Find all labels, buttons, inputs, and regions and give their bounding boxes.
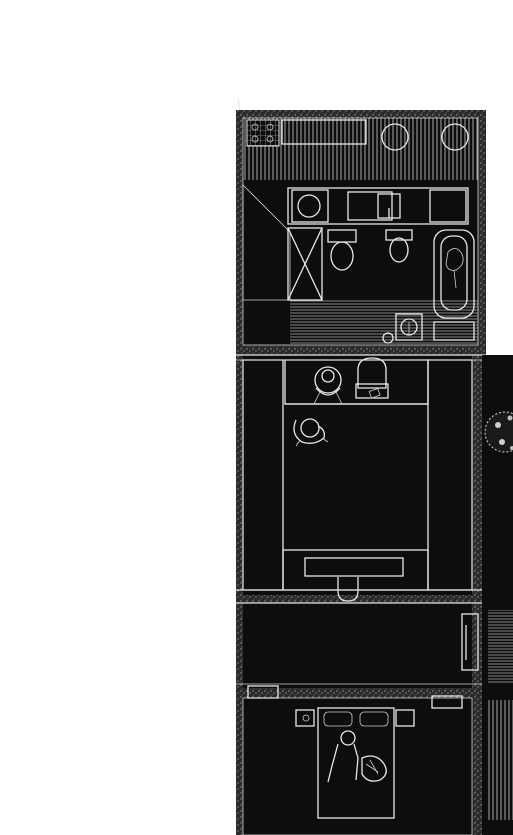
book-icon — [368, 387, 381, 399]
bathroom — [242, 180, 478, 345]
outer-walls — [236, 110, 486, 835]
sink-icon — [297, 194, 321, 218]
round-table — [441, 123, 469, 151]
drainboard — [347, 191, 393, 221]
tree-icon — [484, 411, 513, 453]
bidet-icon — [385, 229, 413, 263]
storage-cabinet — [429, 189, 467, 223]
floor-drain — [382, 332, 394, 344]
nightstand-icon — [395, 709, 415, 727]
kitchen-counter — [281, 119, 367, 145]
stove-icon — [246, 119, 280, 147]
nightstand-icon — [295, 709, 315, 727]
garden — [482, 355, 513, 835]
interior-walls — [242, 117, 479, 835]
bath-step — [433, 321, 475, 341]
person-icon — [293, 418, 329, 447]
washbasin-icon — [395, 313, 423, 341]
round-table — [381, 123, 409, 151]
corridor — [236, 602, 486, 709]
toilet-icon — [327, 229, 357, 271]
shower-icon — [287, 227, 323, 301]
door-jamb — [461, 613, 479, 671]
sheet-edge — [237, 97, 241, 113]
reclining-people-icon — [327, 730, 387, 783]
kitchen — [243, 118, 478, 180]
person-seated-icon — [313, 366, 343, 405]
bench — [304, 557, 404, 577]
bathtub-icon — [433, 229, 475, 319]
vanity-counter — [287, 187, 469, 225]
sink-cabinet — [291, 189, 329, 223]
bedroom — [295, 707, 415, 819]
bed-icon — [317, 707, 395, 819]
